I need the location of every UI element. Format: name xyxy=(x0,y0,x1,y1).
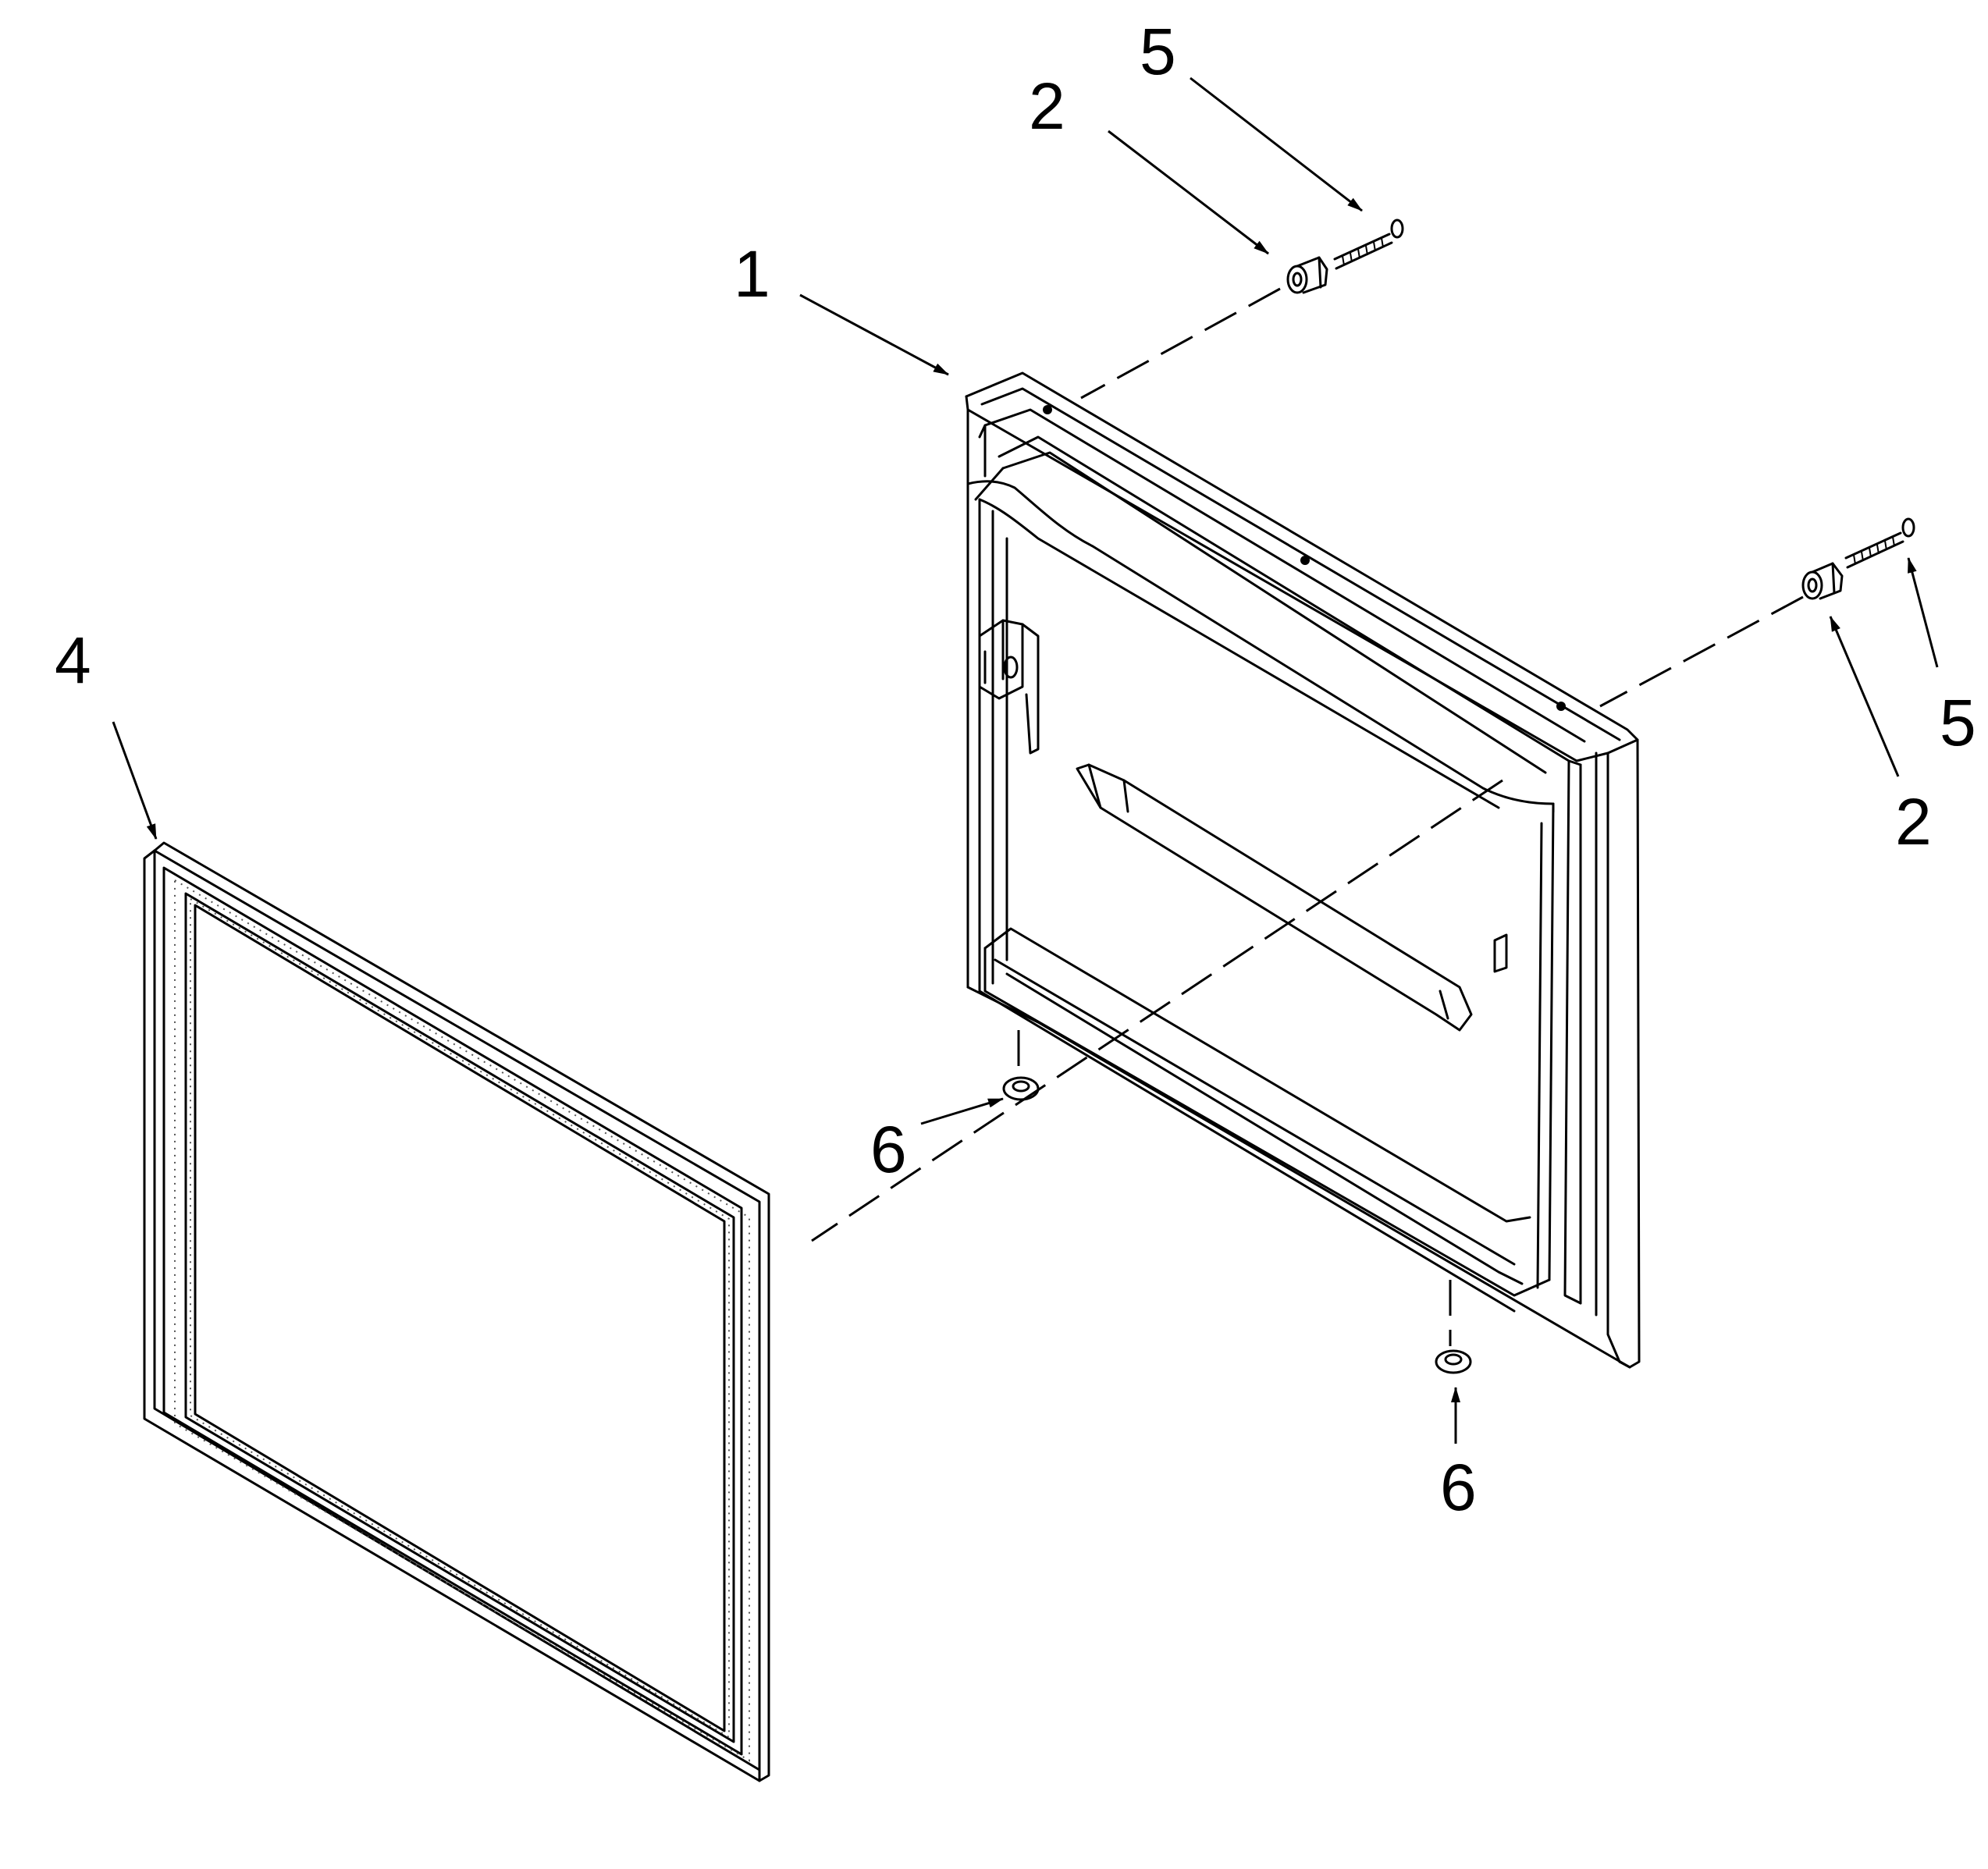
door-assembly xyxy=(965,371,1641,1369)
assembly-dash-lines xyxy=(811,287,1804,1346)
callout-labels: 1 2 5 2 5 4 6 6 xyxy=(55,15,1976,1524)
plug-bottom xyxy=(1435,1349,1472,1374)
plug-left xyxy=(1002,1076,1040,1101)
callout-6-left-label: 6 xyxy=(870,1113,907,1186)
callout-2-top-label: 2 xyxy=(1029,69,1065,143)
callout-5-right-label: 5 xyxy=(1940,686,1976,759)
spacer-top xyxy=(1286,256,1328,294)
screw-right xyxy=(1844,517,1915,569)
callout-2-right-label: 2 xyxy=(1895,785,1932,858)
callout-5-top-label: 5 xyxy=(1140,15,1176,88)
screw-top xyxy=(1333,219,1404,270)
spacer-right xyxy=(1801,562,1844,600)
callout-1-label: 1 xyxy=(734,237,770,311)
callout-6-bottom-label: 6 xyxy=(1440,1451,1477,1524)
callout-4-label: 4 xyxy=(55,624,91,697)
door-gasket xyxy=(143,841,770,1782)
leader-arrows xyxy=(112,76,1939,1444)
